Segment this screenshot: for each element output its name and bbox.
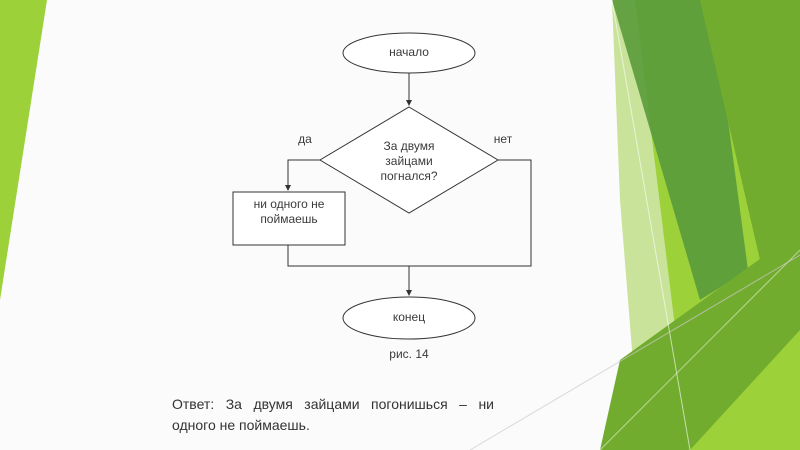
figure-caption: рис. 14 <box>389 347 429 361</box>
right-decor-line-1 <box>611 0 691 450</box>
decision-diamond-shape <box>319 106 499 214</box>
right-shape-lime-corner <box>690 330 800 450</box>
right-decor-line-3 <box>469 254 800 450</box>
yes-branch-label: да <box>298 132 312 146</box>
end-terminator-shape <box>342 296 476 340</box>
right-decor-line-2 <box>599 249 800 450</box>
process-box-shape <box>232 191 346 246</box>
connector-decision-yes <box>285 159 320 191</box>
left-wedge-shape <box>0 0 47 300</box>
decision-label: За двумя зайцами погнался? <box>380 139 438 183</box>
right-shape-dark-green <box>612 0 748 300</box>
right-shape-green-top <box>700 0 800 300</box>
process-label: ни одного не поймаешь <box>253 197 325 226</box>
end-label: конец <box>392 310 426 324</box>
connector-process-to-merge <box>287 245 409 267</box>
start-label: начало <box>389 45 429 59</box>
no-branch-label: нет <box>493 132 513 146</box>
answer-text: Ответ: За двумя зайцами погонишься – ни … <box>172 396 494 433</box>
connector-decision-no <box>409 159 532 267</box>
